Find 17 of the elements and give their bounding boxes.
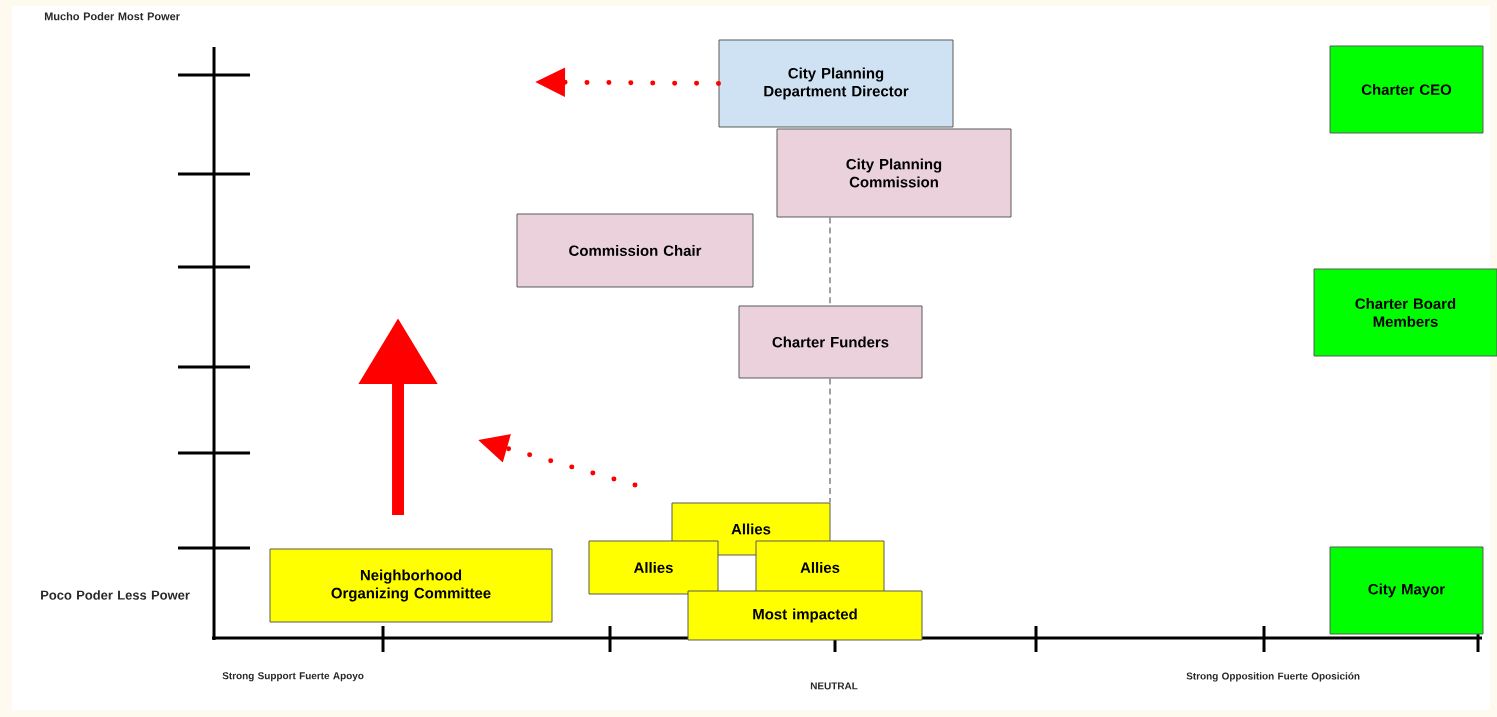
process-box: Neighborhood Organizing Committee (269, 548, 553, 623)
process-box: City Mayor (1329, 546, 1484, 635)
process-box: Allies (755, 540, 885, 595)
process-box: City Planning Department Director (718, 39, 954, 128)
axis-label: Poco Poder Less Power (41, 590, 190, 600)
process-box: Commission Chair (516, 213, 754, 288)
process-box: Charter Funders (738, 305, 923, 379)
axis-label: NEUTRAL (810, 682, 858, 690)
axis-label: Strong Support Fuerte Apoyo (222, 672, 364, 682)
process-box: Charter CEO (1329, 45, 1484, 134)
process-box: City Planning Commission (776, 128, 1012, 218)
axis-label: Mucho Poder Most Power (44, 12, 180, 21)
process-box: Allies (588, 540, 719, 595)
process-box: Charter Board Members (1313, 268, 1497, 357)
axis-label: Strong Opposition Fuerte Oposición (1186, 672, 1360, 682)
connector-line (829, 377, 831, 504)
process-box: Most impacted (687, 590, 923, 641)
